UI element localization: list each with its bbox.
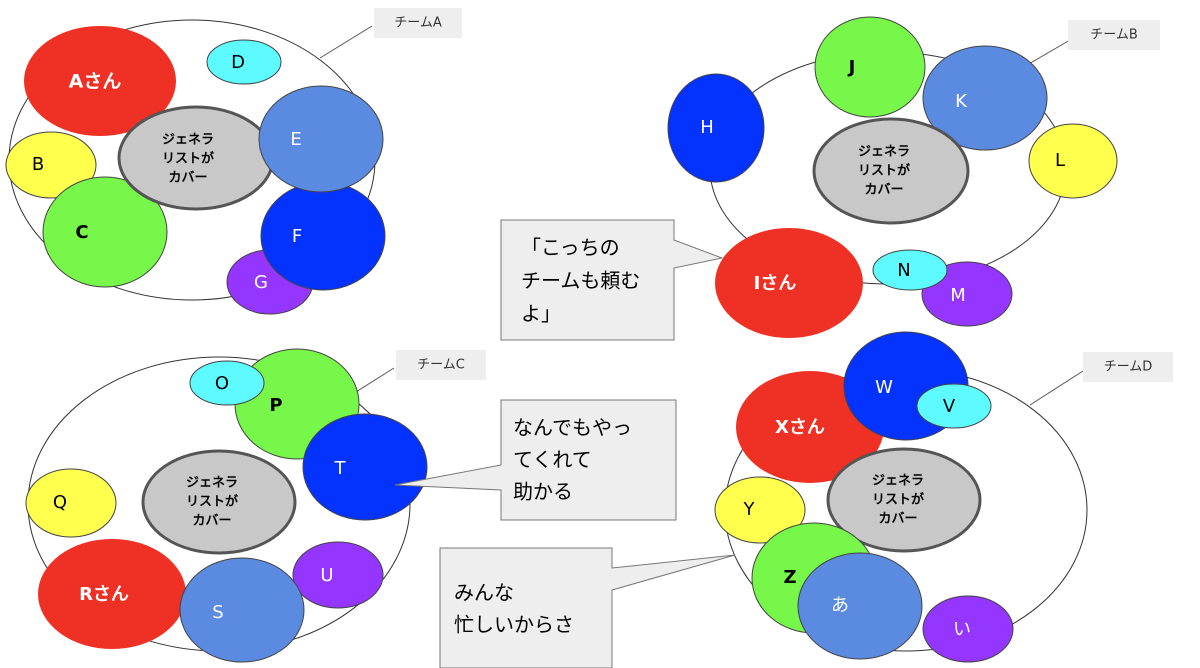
member-d-node <box>206 39 282 85</box>
member-l-node <box>1028 123 1118 199</box>
member-h-node <box>667 73 765 183</box>
member-i-node <box>715 228 863 338</box>
member-r-node <box>38 539 186 649</box>
member-y-node <box>714 476 806 544</box>
team-d-label: チームD <box>1104 360 1153 375</box>
member-t-node <box>302 413 428 521</box>
member-o-label: O <box>215 373 229 394</box>
member-i-hira-node <box>922 595 1014 663</box>
member-u-label: U <box>320 565 333 586</box>
member-e-label: E <box>290 129 301 150</box>
generalist-b-line-3: カバー <box>864 183 903 198</box>
callout-t-line-1: なんでもやっ <box>513 416 632 440</box>
member-q-label: Q <box>53 492 67 513</box>
team-a-label-box <box>374 8 462 38</box>
member-x-label: Xさん <box>775 417 825 438</box>
member-s-label: S <box>212 602 223 623</box>
generalist-c-node <box>141 449 297 555</box>
team-c-label: チームC <box>417 358 465 373</box>
member-k-label: K <box>955 91 968 112</box>
callout-z-line-2: 忙しいからさ <box>454 613 574 637</box>
member-n-label: N <box>897 260 910 281</box>
member-b-label: B <box>32 154 44 175</box>
team-d-label-leader <box>1029 370 1084 406</box>
callout-t-line-2: てくれて <box>513 448 592 472</box>
member-u-node <box>292 541 384 609</box>
callout-z-bubble <box>439 547 736 668</box>
generalist-d-line-1: ジェネラ <box>872 474 924 489</box>
callout-z-line-1: みんな <box>454 581 514 605</box>
generalist-a-line-1: ジェネラ <box>162 133 214 148</box>
generalist-c-line-1: ジェネラ <box>186 476 238 491</box>
team-b: チームB H J K L ジェネラ リストが カバー M N Iさん <box>667 16 1160 338</box>
callout-t-line-3: 助かる <box>513 480 573 504</box>
member-j-node <box>814 16 926 118</box>
team-b-label: チームB <box>1090 28 1138 43</box>
team-d-label-box <box>1083 352 1173 382</box>
generalist-d-node <box>826 447 982 553</box>
member-z-label: Z <box>783 567 796 588</box>
generalist-b-line-1: ジェネラ <box>858 145 910 160</box>
generalist-d-line-3: カバー <box>878 512 917 527</box>
member-i-hira-label: い <box>953 619 971 640</box>
member-l-label: L <box>1055 150 1065 171</box>
member-c-node <box>42 176 168 288</box>
member-k-node <box>922 45 1048 151</box>
member-h-label: H <box>700 117 714 138</box>
member-i-label: Iさん <box>754 273 797 294</box>
member-f-label: F <box>292 226 302 247</box>
member-q-node <box>25 468 117 538</box>
generalist-a-line-3: カバー <box>168 171 207 186</box>
member-a-label: Aさん <box>69 71 122 93</box>
member-o-node <box>189 360 265 406</box>
member-y-label: Y <box>743 499 756 520</box>
generalist-c-line-2: リストが <box>186 494 238 510</box>
team-d: チームD Xさん W V Y ジェネラ リストが カバー Z あ い <box>714 331 1173 663</box>
member-n-node <box>872 249 948 291</box>
member-b-node <box>5 131 97 199</box>
member-w-label: W <box>875 377 893 398</box>
member-j-label: J <box>847 57 856 78</box>
generalist-c-line-3: カバー <box>192 514 231 529</box>
member-a-node <box>24 26 176 136</box>
member-c-label: C <box>75 222 88 243</box>
generalist-b-line-2: リストが <box>858 163 910 179</box>
callout-z: みんな 忙しいからさ <box>439 547 736 668</box>
callout-i-san-bubble <box>500 219 724 341</box>
team-a: チームA Aさん D B C ジェネラ リストが カバー G F E <box>5 8 462 315</box>
member-v-node <box>916 383 992 429</box>
callout-i-san-line-2: チームも頼む <box>521 269 640 293</box>
callout-t: なんでもやっ てくれて 助かる <box>394 399 677 521</box>
callout-t-bubble <box>394 399 677 521</box>
member-a-hira-node <box>797 552 923 660</box>
member-t-label: T <box>334 458 347 479</box>
team-b-label-box <box>1068 20 1160 50</box>
team-c-label-box <box>396 350 486 380</box>
generalist-b-node <box>812 117 970 225</box>
member-f-node <box>260 181 386 291</box>
member-r-label: Rさん <box>79 584 129 605</box>
member-v-label: V <box>943 396 956 417</box>
team-c: チームC P O T Q ジェネラ リストが カバー U Rさん S <box>25 348 486 663</box>
member-p-label: P <box>269 395 282 416</box>
member-e-node <box>258 85 384 193</box>
member-g-label: G <box>254 272 268 293</box>
member-s-node <box>179 557 305 663</box>
generalist-d-line-2: リストが <box>872 492 924 508</box>
callout-i-san: 「こっちの チームも頼む よ」 <box>500 219 724 341</box>
generalist-a-line-2: リストが <box>162 151 214 167</box>
team-a-label-leader <box>319 25 373 59</box>
member-d-label: D <box>231 52 245 73</box>
callout-i-san-line-3: よ」 <box>521 302 561 326</box>
callout-i-san-line-1: 「こっちの <box>521 236 620 260</box>
team-a-label: チームA <box>394 16 442 31</box>
member-a-hira-label: あ <box>831 595 849 616</box>
member-m-label: M <box>950 285 966 306</box>
